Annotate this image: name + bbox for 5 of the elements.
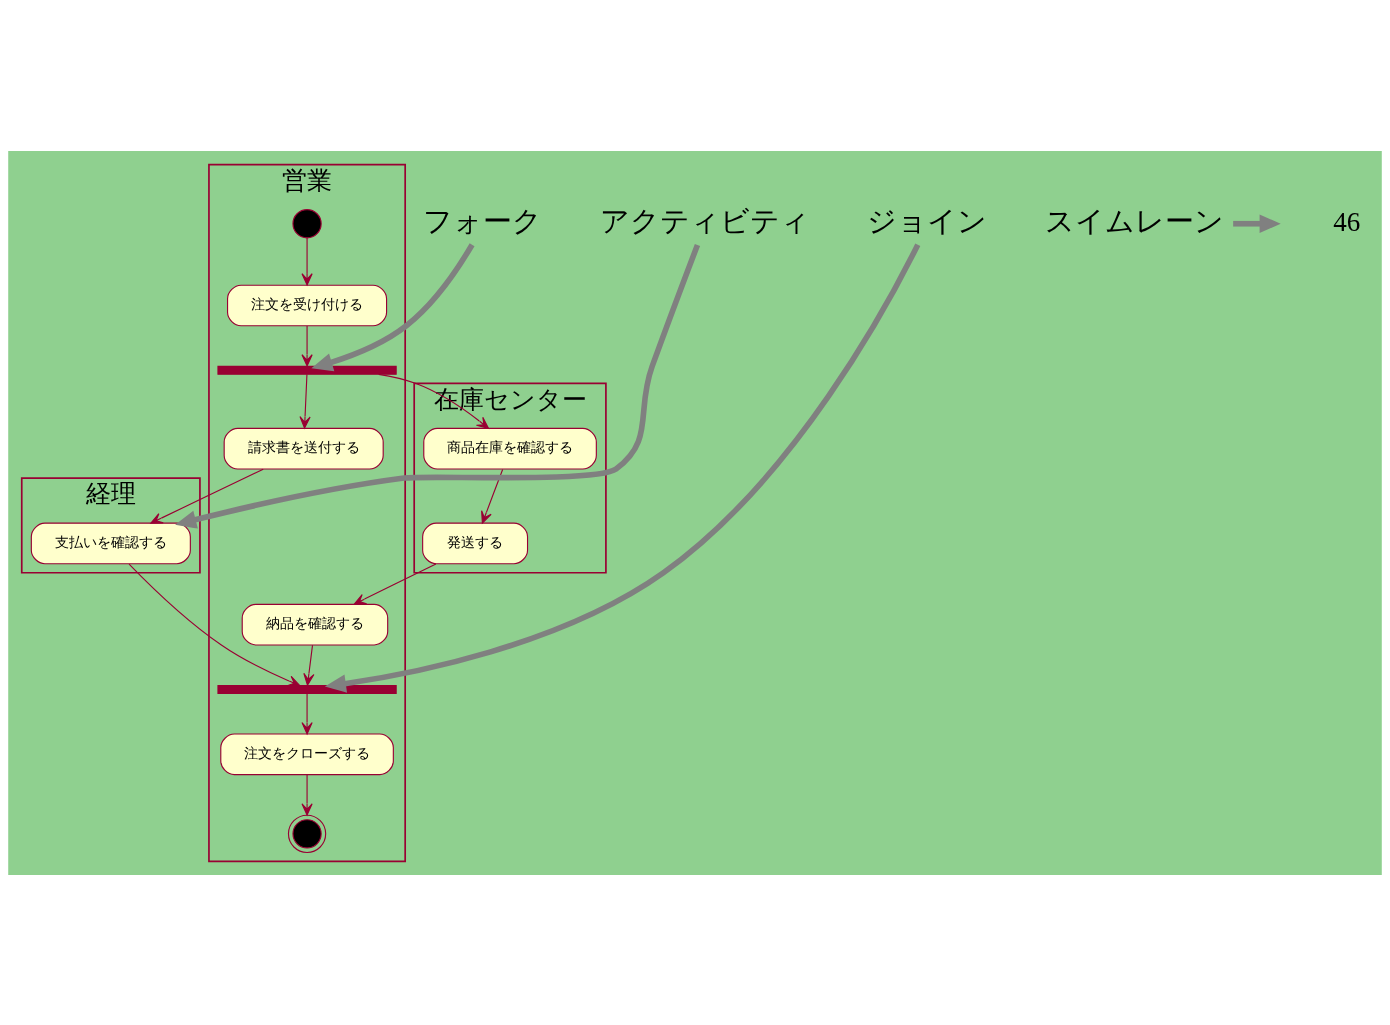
node-text: アクティビティ bbox=[600, 204, 811, 237]
node-text: スイムレーン bbox=[1045, 204, 1225, 237]
node-text: ジョイン bbox=[867, 204, 988, 237]
node-text: フォーク bbox=[423, 204, 543, 237]
label: 46 bbox=[1333, 206, 1361, 237]
